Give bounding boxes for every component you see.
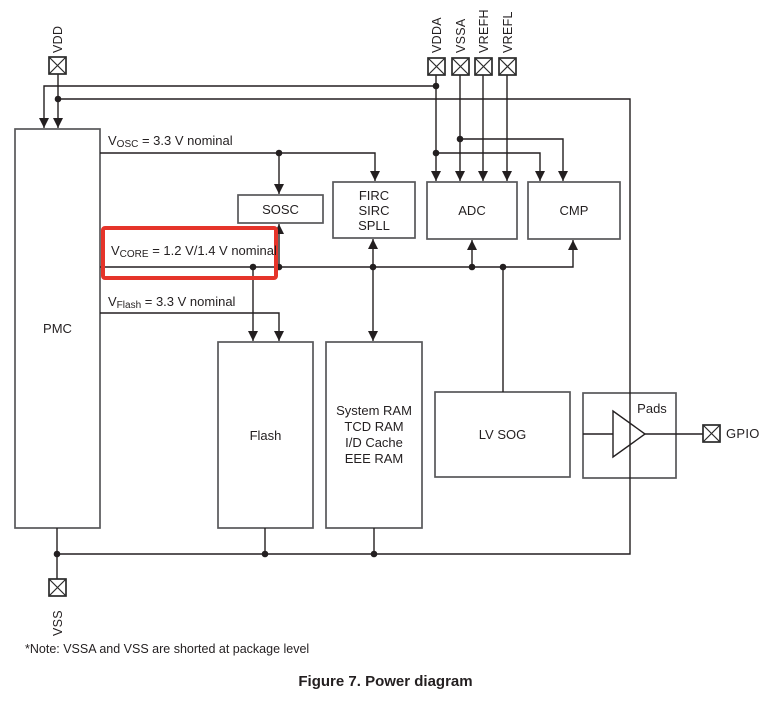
pmc-label: PMC [43, 321, 72, 336]
vrefl-pin-label: VREFL [501, 11, 515, 53]
wire-vdd-right-rail-bottom-rail [57, 98, 631, 555]
vdda-pin-icon [427, 57, 446, 76]
vcore-subscript: CORE [119, 249, 149, 260]
vosc-value: = 3.3 V nominal [138, 133, 233, 148]
vrefh-pin-icon [474, 57, 493, 76]
adc-label: ADC [458, 203, 486, 218]
flash-label: Flash [249, 427, 282, 443]
vrefh-pin-label: VREFH [477, 9, 491, 53]
ram-line-system-ram: System RAM [336, 403, 412, 418]
pads-label: Pads [637, 400, 667, 416]
vosc-rail-label: VOSC = 3.3 V nominal [108, 133, 233, 150]
vcore-prefix: V [111, 243, 120, 258]
note-text: *Note: VSSA and VSS are shorted at packa… [25, 642, 310, 656]
cmp-label: CMP [559, 203, 589, 218]
flash-block [217, 341, 314, 529]
ram-line-eee-ram: EEE RAM [344, 451, 404, 466]
vflash-prefix: V [108, 294, 117, 309]
wires [39, 74, 703, 579]
clocks-line-firc: FIRC [358, 187, 390, 203]
vflash-rail-label: VFlash = 3.3 V nominal [108, 294, 235, 311]
wire-vdda-to-cmp [436, 152, 545, 181]
gpio-pin-label: GPIO [726, 426, 760, 441]
clocks-line-sirc: SIRC [358, 202, 390, 218]
lvsog-label: LV SOG [478, 427, 527, 442]
pad-buffer-icon [612, 409, 647, 459]
vflash-value: = 3.3 V nominal [141, 294, 236, 309]
wire-vdda-to-pmc [39, 85, 436, 128]
clocks-label: FIRC SIRC SPLL [333, 182, 415, 238]
vdda-pin-label: VDDA [430, 17, 444, 53]
vflash-subscript: Flash [116, 300, 142, 311]
vosc-subscript: OSC [116, 139, 139, 150]
gpio-pin-icon [702, 424, 721, 443]
vss-pin-label: VSS [51, 610, 65, 636]
adc-block [426, 181, 518, 240]
ram-label: System RAM TCD RAM I/D Cache EEE RAM [326, 342, 422, 528]
ram-line-id-cache: I/D Cache [345, 435, 403, 450]
sosc-label: SOSC [262, 201, 299, 217]
cmp-block [527, 181, 621, 240]
vcore-value: = 1.2 V/1.4 V nominal [148, 243, 277, 258]
wire-vssa-to-cmp [460, 138, 568, 181]
vrefl-pin-icon [498, 57, 517, 76]
wire-vflash-to-flash [100, 312, 284, 341]
vosc-prefix: V [108, 133, 117, 148]
lvsog-block [434, 391, 571, 478]
vdd-pin-label: VDD [51, 25, 65, 53]
pmc-block [14, 128, 101, 529]
vcore-rail-label: VCORE = 1.2 V/1.4 V nominal [111, 243, 277, 260]
vssa-pin-label: VSSA [454, 18, 468, 53]
wire-vosc-to-clocks [100, 152, 380, 181]
blocks [14, 128, 677, 529]
vss-pin-icon [48, 578, 67, 597]
ram-line-tcd-ram: TCD RAM [344, 419, 404, 434]
figure-caption: Figure 7. Power diagram [298, 673, 473, 690]
clocks-block [332, 181, 416, 239]
wire-vcore-to-cmp [100, 240, 578, 268]
vdd-pin-icon [48, 56, 67, 75]
vcore-highlight-box [101, 226, 278, 280]
sosc-block [237, 194, 324, 224]
vssa-pin-icon [451, 57, 470, 76]
pins [48, 56, 721, 597]
clocks-line-spll: SPLL [358, 217, 390, 233]
